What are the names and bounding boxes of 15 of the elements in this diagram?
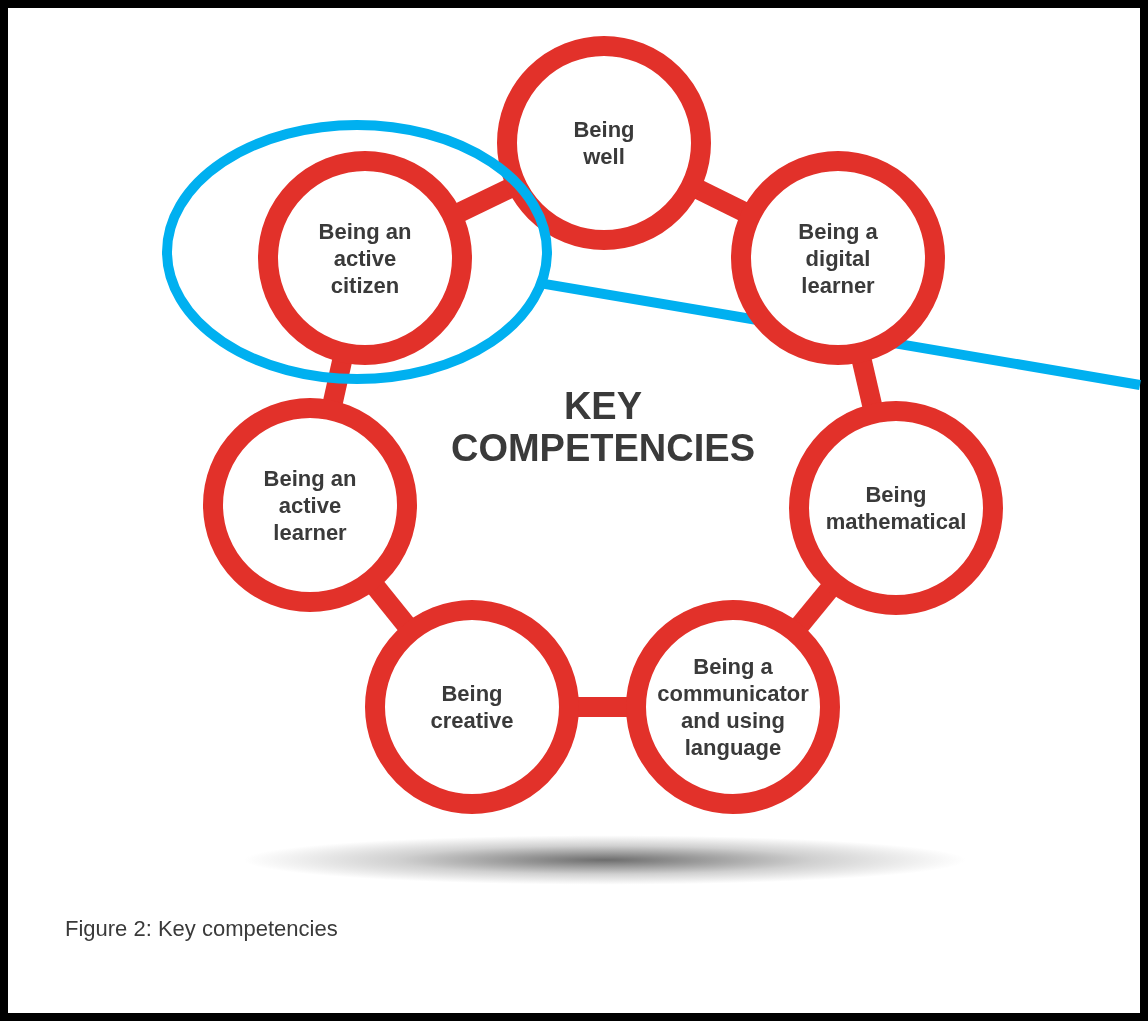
ribbon-connector [577,697,628,717]
competency-label: Being a digital learner [797,217,879,299]
ribbon-connector [367,580,415,632]
competency-label: Being creative [429,680,515,734]
ribbon-connector [791,582,838,633]
highlight-ellipse [162,120,552,384]
competency-label: Being mathematical [824,481,968,535]
center-title: KEY COMPETENCIES [449,385,756,469]
competency-label: Being well [572,116,636,170]
competency-label: Being an active citizen [317,217,413,299]
ribbon-connector [455,179,514,222]
figure-caption: Figure 2: Key competencies [65,916,338,942]
ribbon-connector [693,180,749,221]
competency-label: Being an active learner [262,464,358,546]
competency-label: Being a communicator and using language [656,653,810,761]
